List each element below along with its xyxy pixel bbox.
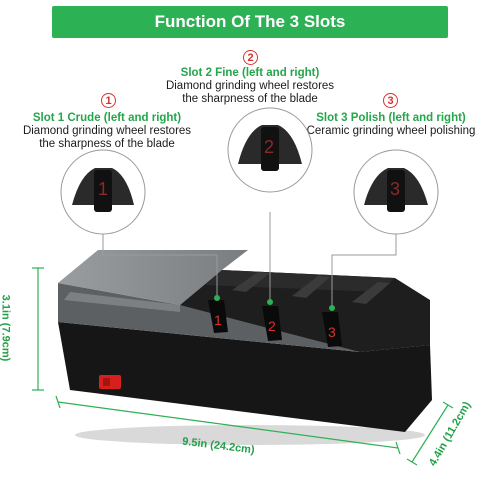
- slot-3-number-badge: 3: [383, 93, 398, 108]
- callout-dot: [329, 305, 335, 311]
- slot-1-annotation: Slot 1 Crude (left and right) Diamond gr…: [22, 112, 192, 151]
- slot-2-number-badge: 2: [243, 50, 258, 65]
- callout-line-slot-1: [102, 234, 218, 298]
- slot-1-opening: [208, 300, 228, 333]
- slot-3-annotation: Slot 3 Polish (left and right) Ceramic g…: [302, 112, 480, 138]
- body-top: [58, 250, 248, 305]
- slot-3-opening: [322, 312, 342, 347]
- power-switch-rocker: [103, 378, 110, 386]
- slot-2-heading: Slot 2 Fine (left and right): [180, 67, 320, 79]
- svg-text:2: 2: [264, 137, 274, 157]
- slot-ridge: [292, 276, 330, 298]
- depth-dimension-line: [411, 404, 449, 463]
- height-metric: (7.9cm): [0, 322, 12, 362]
- body-edge: [64, 292, 180, 312]
- slot-ridge: [352, 282, 390, 304]
- slot-1-marker: 1: [214, 312, 222, 328]
- svg-text:1: 1: [98, 179, 108, 199]
- title-banner: Function Of The 3 Slots: [52, 6, 448, 38]
- slot-1-number-badge: 1: [101, 93, 116, 108]
- svg-text:3: 3: [390, 179, 400, 199]
- banner-title: Function Of The 3 Slots: [154, 12, 346, 31]
- slot-1-desc-line2: the sharpness of the blade: [39, 138, 175, 150]
- width-dimension-line: [57, 401, 399, 449]
- slot-3-zoom-circle: 3: [353, 149, 439, 235]
- slot-1-desc-line1: Diamond grinding wheel restores: [22, 125, 192, 137]
- slot-3-desc-line1: Ceramic grinding wheel polishing: [306, 125, 476, 137]
- height-value: 3.1in: [0, 294, 12, 320]
- slot-1-zoom-circle: 1: [60, 149, 146, 235]
- black-base: [58, 322, 432, 432]
- slot-3-heading: Slot 3 Polish (left and right): [316, 112, 466, 124]
- slot-2-annotation: Slot 2 Fine (left and right) Diamond gri…: [165, 67, 335, 106]
- slot-1-heading: Slot 1 Crude (left and right): [32, 112, 182, 124]
- height-dimension-label: 3.1in (7.9cm): [0, 295, 11, 362]
- slot-ridge: [232, 272, 270, 292]
- slot-2-desc-line2: the sharpness of the blade: [182, 93, 318, 105]
- callout-dot: [267, 299, 273, 305]
- dimension-lines: [32, 267, 454, 466]
- slot-2-marker: 2: [268, 318, 276, 334]
- slot-2-opening: [262, 306, 282, 341]
- slot-3-marker: 3: [328, 324, 336, 340]
- slot-2-desc-line1: Diamond grinding wheel restores: [165, 80, 335, 92]
- slot-2-zoom-circle: 2: [227, 107, 313, 193]
- callout-dot: [214, 295, 220, 301]
- callout-line-slot-3: [331, 234, 397, 308]
